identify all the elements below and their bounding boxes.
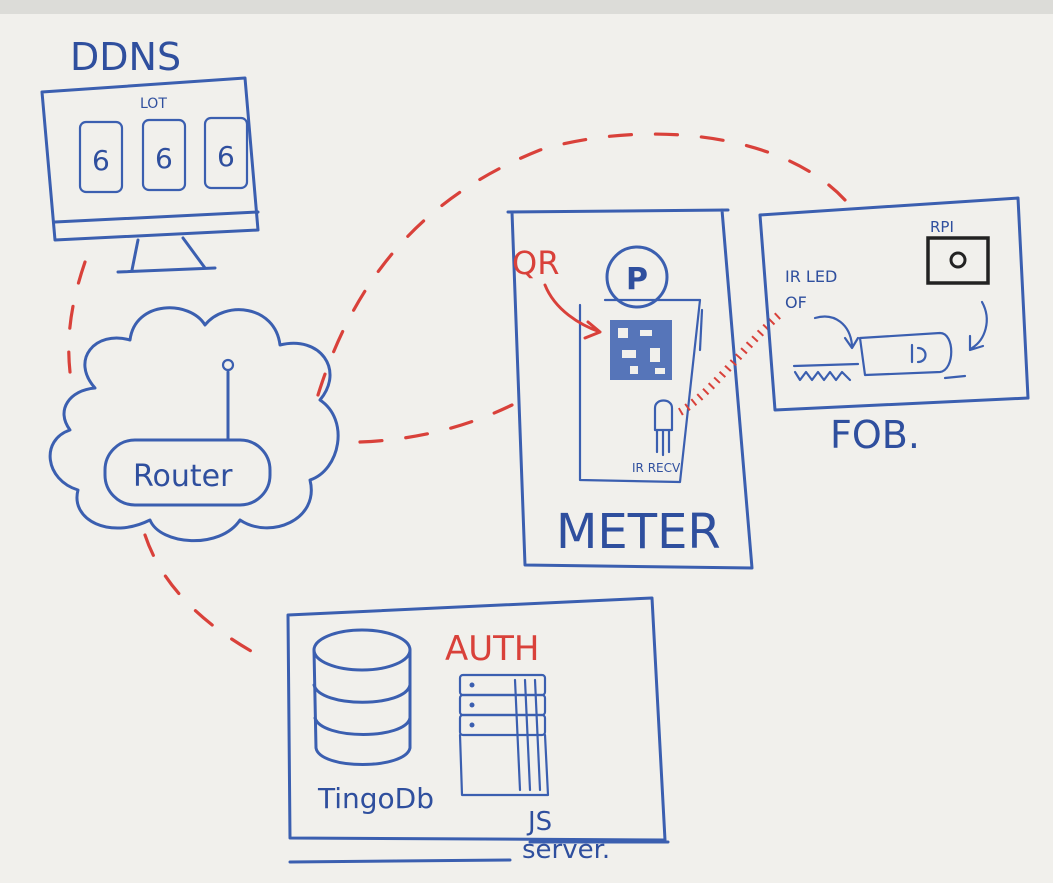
ir-led-icon (858, 331, 953, 377)
qr-label: QR (512, 244, 559, 282)
lot-slot-1-value: 6 (92, 144, 110, 177)
ir-led-symbol (910, 343, 927, 364)
link-ddns-router (67, 260, 87, 374)
router-box (103, 438, 272, 507)
fob-base-line (943, 374, 967, 380)
meter-screen-edge (698, 308, 704, 352)
ir-led-arrow (813, 315, 860, 350)
meter: P IR RECV METER QR (506, 208, 754, 570)
monitor-stand (116, 236, 217, 274)
auth-server: AUTH TingoDb JS server. (286, 596, 670, 865)
database-icon (312, 628, 412, 766)
rpi-label: RPI (930, 218, 954, 236)
link-router-fob (316, 132, 847, 397)
of-label: OF (785, 293, 807, 312)
ir-beam (677, 309, 785, 416)
server-label: server. (522, 835, 610, 865)
monitor-bezel (53, 210, 260, 224)
fob: RPI IR LED OF FOB. (758, 196, 1030, 457)
lot-slot-2-value: 6 (155, 142, 173, 175)
link-router-meter (358, 403, 514, 444)
qr-code-pattern (618, 328, 665, 374)
rpi-camera-icon (926, 236, 990, 285)
board-top-edge (0, 0, 1053, 14)
lot-slot-1 (78, 120, 124, 194)
ir-recv-label: IR RECV (632, 461, 681, 475)
lot-slot-3 (203, 116, 249, 190)
link-router-auth (143, 533, 260, 657)
ddns-label: DDNS (70, 35, 181, 79)
fob-label: FOB. (830, 413, 920, 457)
js-label: JS (526, 807, 552, 837)
lot-slot-3-value: 6 (217, 140, 235, 173)
auth-frame (286, 596, 667, 842)
ir-led-label: IR LED (785, 267, 837, 286)
parking-sign-label: P (626, 262, 648, 297)
tingodb-label: TingoDb (317, 782, 434, 815)
fob-frame (758, 196, 1030, 412)
ddns-monitor: DDNS LOT 6 6 6 (40, 35, 260, 274)
router-label: Router (133, 459, 233, 494)
cloud-outline (48, 306, 340, 543)
monitor-frame (40, 76, 260, 242)
auth-label: AUTH (445, 629, 539, 669)
server-rack-icon (458, 673, 550, 797)
antenna-tip (221, 358, 235, 372)
parking-sign-icon (605, 245, 669, 309)
lot-label: LOT (140, 96, 167, 112)
fob-battery-icon (792, 362, 860, 382)
ir-receiver-icon (653, 399, 674, 457)
lot-slot-2 (141, 118, 187, 192)
router-cloud: Router (48, 306, 340, 543)
auth-underline (288, 840, 670, 864)
qr-arrow (543, 283, 602, 340)
meter-screen (578, 298, 702, 484)
meter-label: METER (556, 504, 721, 560)
camera-arrow (968, 300, 988, 352)
meter-frame (506, 208, 754, 570)
camera-lens (949, 251, 967, 269)
